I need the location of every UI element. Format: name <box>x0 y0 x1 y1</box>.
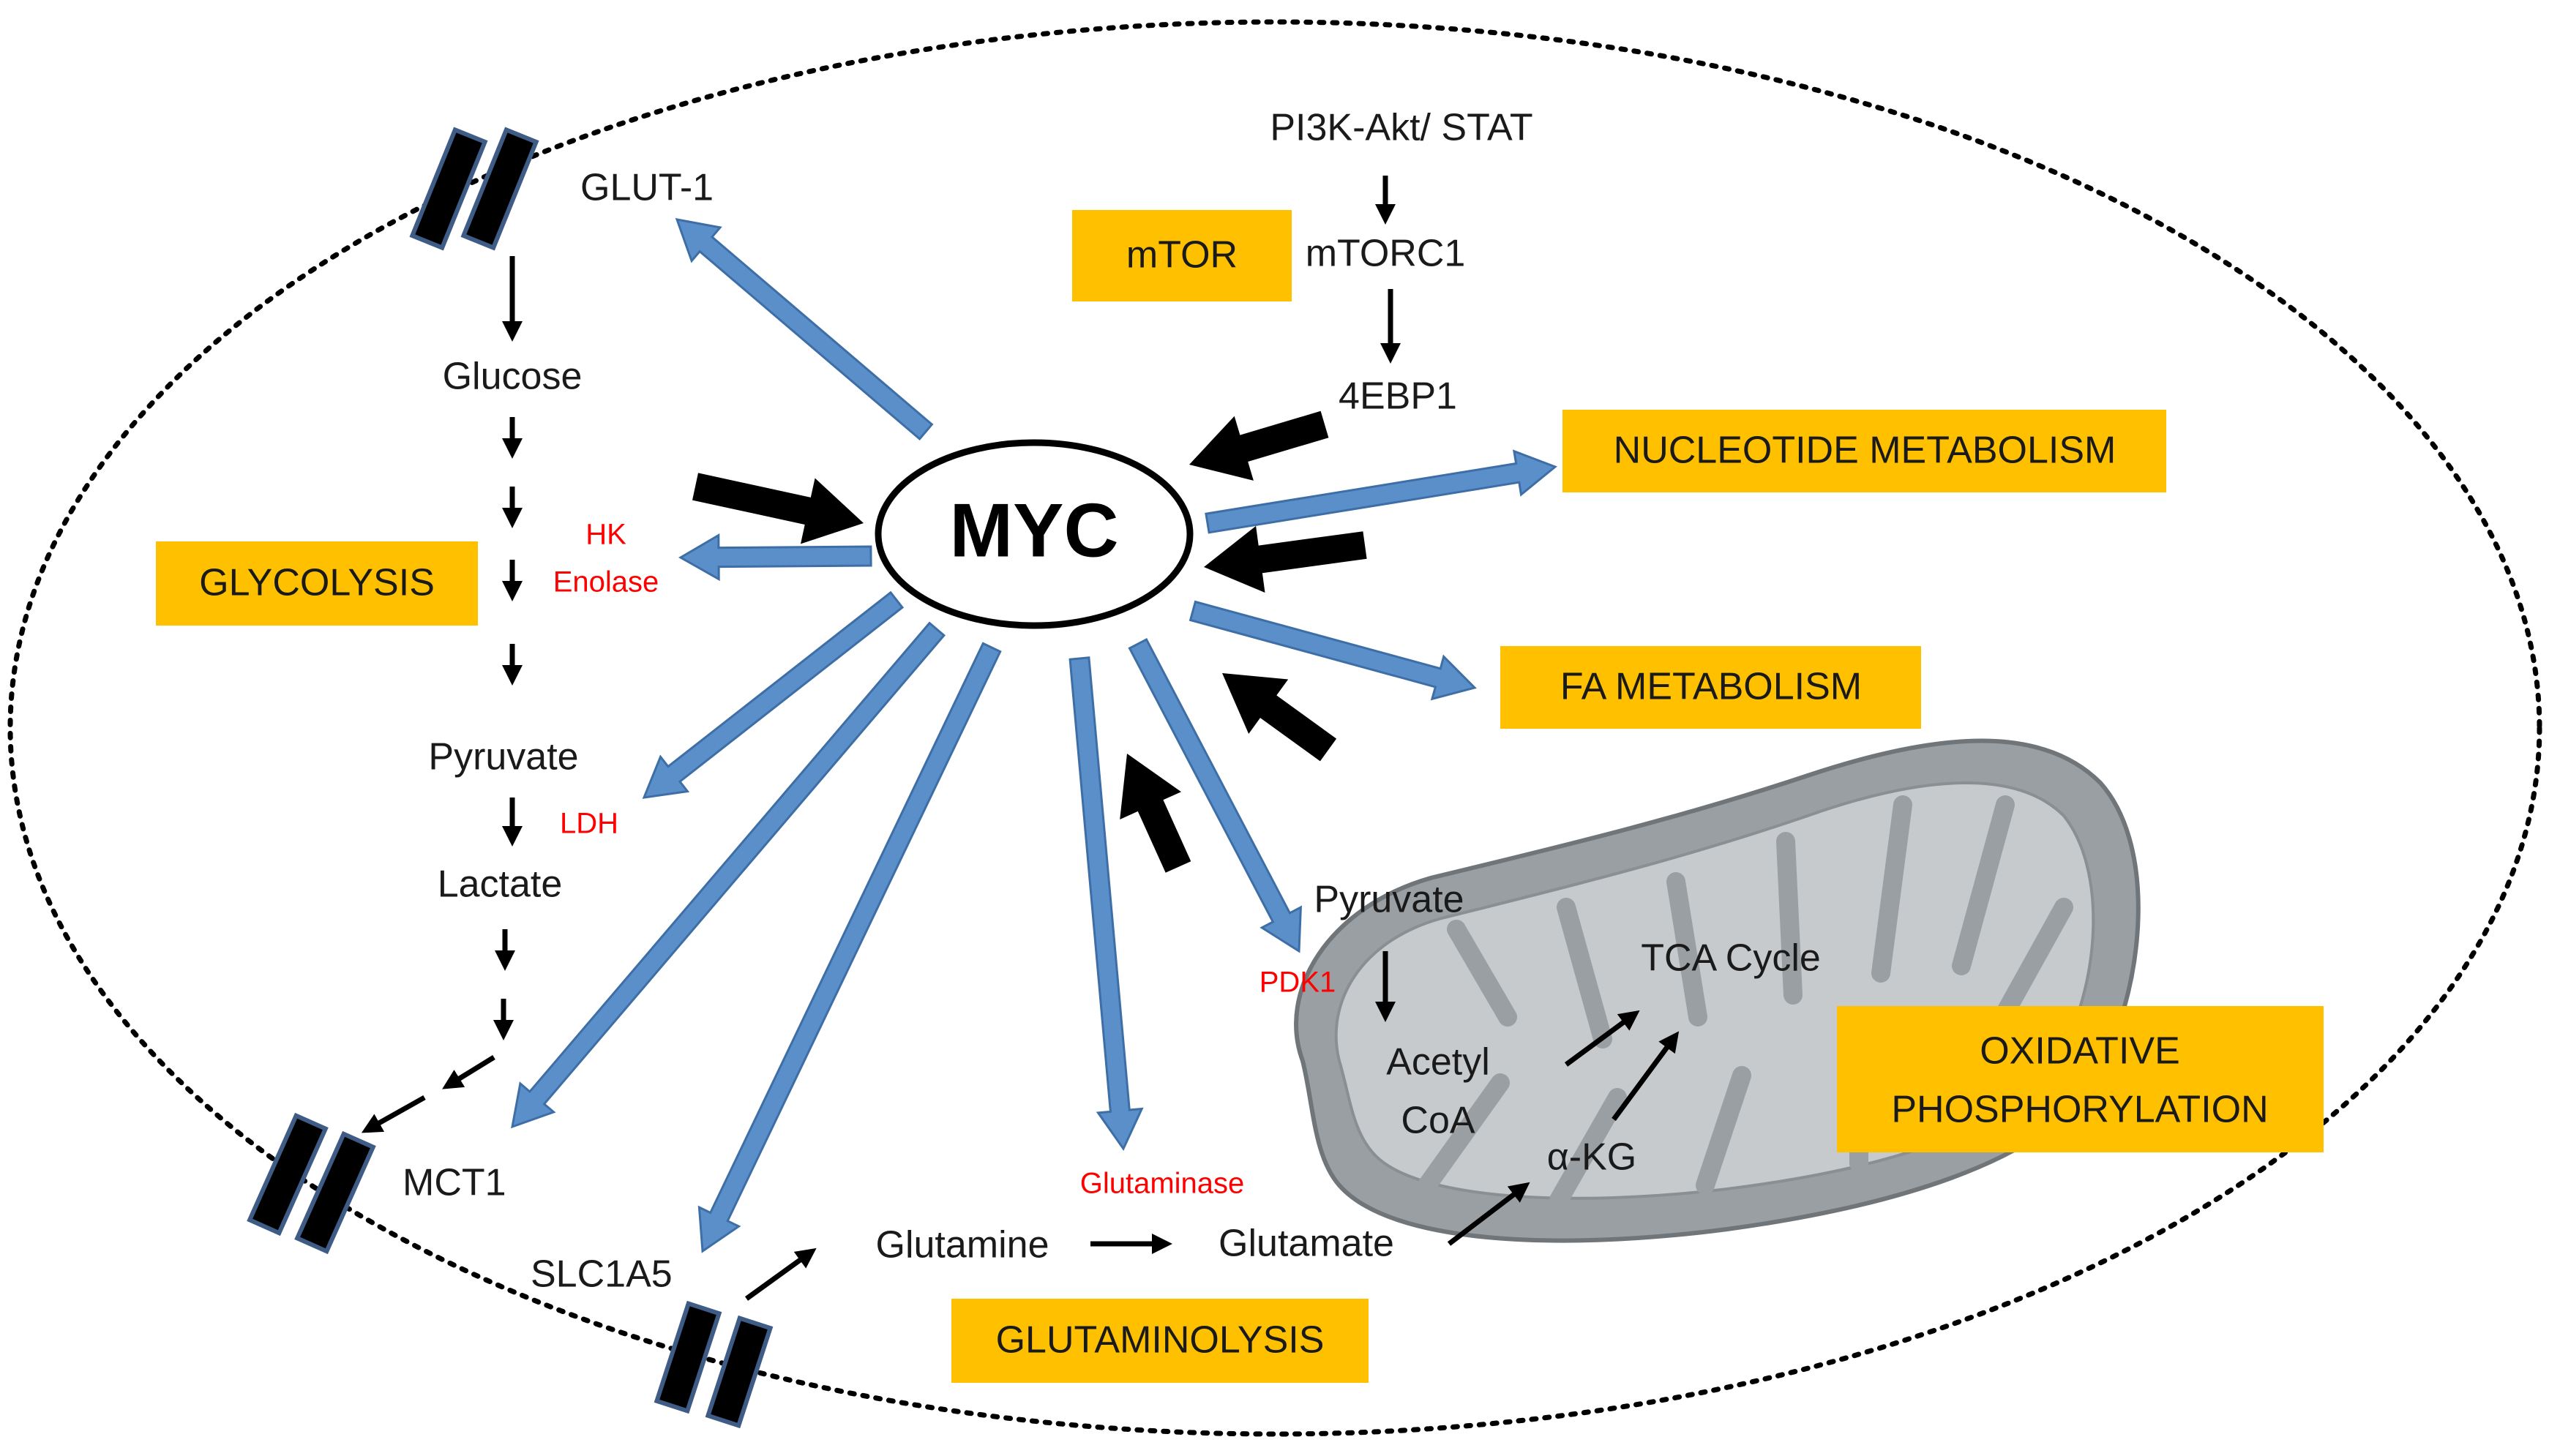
cell-membrane <box>7 19 2542 1437</box>
label-pyruvate-cytosol: Pyruvate <box>428 736 578 778</box>
arrow-myc-pdk1 <box>1128 637 1303 953</box>
myc-output-arrows <box>511 218 1557 1253</box>
myc-label: MYC <box>949 488 1118 573</box>
arrow-input-left <box>692 473 864 544</box>
label-pi3k-akt-stat: PI3K-Akt/ STAT <box>1270 107 1532 149</box>
arrow-slc1a5-glutamine <box>744 1247 817 1301</box>
label-glut1: GLUT-1 <box>580 167 714 209</box>
label-mct1: MCT1 <box>403 1162 506 1204</box>
arrow-lactate-mct1a <box>442 1055 495 1089</box>
arrow-akg-tca <box>1612 1031 1680 1122</box>
arrow-input-lower-right <box>1222 673 1337 762</box>
box-glycolysis <box>156 541 478 626</box>
arrow-input-4ebp1 <box>1189 410 1329 481</box>
label-hk: HK <box>585 519 626 551</box>
box-fa-label: FA METABOLISM <box>1560 666 1862 708</box>
box-oxphos-label-1: OXIDATIVE <box>1980 1030 2180 1073</box>
box-glycolysis-label: GLYCOLYSIS <box>199 562 435 604</box>
box-oxidative-phosphorylation <box>1837 1006 2324 1152</box>
label-tca-cycle: TCA Cycle <box>1641 937 1821 980</box>
pathway-boxes: mTOR GLYCOLYSIS NUCLEOTIDE METABOLISM FA… <box>156 210 2324 1383</box>
metabolite-labels: GLUT-1 Glucose Pyruvate Lactate MCT1 SLC… <box>403 107 1821 1296</box>
mct1-transporter <box>247 1112 376 1255</box>
enzyme-labels: HK Enolase LDH PDK1 Glutaminase <box>553 519 1336 1200</box>
mitochondrion <box>1294 738 2141 1243</box>
arrow-input-lower <box>1120 754 1191 873</box>
label-acetyl: Acetyl <box>1386 1041 1490 1084</box>
arrow-acetylcoa-tca <box>1564 1010 1640 1067</box>
label-ldh: LDH <box>560 808 618 840</box>
arrow-lactate-mct1b <box>361 1095 426 1133</box>
slc1a5-transporter <box>654 1300 774 1429</box>
myc-input-arrows <box>692 410 1367 873</box>
label-slc1a5: SLC1A5 <box>531 1253 673 1296</box>
label-mtorc1: mTORC1 <box>1306 233 1466 275</box>
arrow-myc-ldh <box>642 590 905 799</box>
arrow-myc-slc1a5 <box>697 642 1002 1253</box>
label-lactate: Lactate <box>438 863 563 906</box>
myc-hub <box>875 439 1194 629</box>
arrow-myc-nucleotide <box>1205 449 1557 534</box>
label-enolase: Enolase <box>553 566 659 598</box>
label-glutamate: Glutamate <box>1219 1223 1394 1265</box>
box-mtor <box>1072 210 1292 301</box>
box-nucleotide-label: NUCLEOTIDE METABOLISM <box>1614 429 2116 472</box>
arrow-myc-glycolysis <box>678 533 872 582</box>
arrow-input-right <box>1204 525 1367 593</box>
label-coa: CoA <box>1401 1100 1475 1142</box>
pathway-arrows <box>361 176 1680 1301</box>
arrow-myc-mct1 <box>511 621 946 1129</box>
glut1-transporter <box>409 127 539 251</box>
box-mtor-label: mTOR <box>1126 234 1238 277</box>
arrow-glutamate-akg <box>1447 1182 1530 1246</box>
label-glutaminase: Glutaminase <box>1080 1168 1245 1200</box>
arrow-myc-fa <box>1189 600 1477 701</box>
arrow-myc-glutaminase <box>1068 656 1144 1151</box>
box-glutaminolysis-label: GLUTAMINOLYSIS <box>996 1319 1325 1362</box>
label-glucose: Glucose <box>443 356 583 398</box>
box-glutaminolysis <box>951 1299 1369 1383</box>
label-pyruvate-mito: Pyruvate <box>1314 879 1464 921</box>
box-fa-metabolism <box>1500 646 1921 729</box>
arrow-myc-glut1 <box>675 218 934 441</box>
label-pdk1: PDK1 <box>1259 967 1336 999</box>
box-oxphos-label-2: PHOSPHORYLATION <box>1891 1089 2268 1131</box>
label-glutamine: Glutamine <box>876 1224 1049 1267</box>
label-alpha-kg: α-KG <box>1547 1136 1637 1179</box>
label-4ebp1: 4EBP1 <box>1339 375 1457 418</box>
box-nucleotide-metabolism <box>1562 410 2166 492</box>
